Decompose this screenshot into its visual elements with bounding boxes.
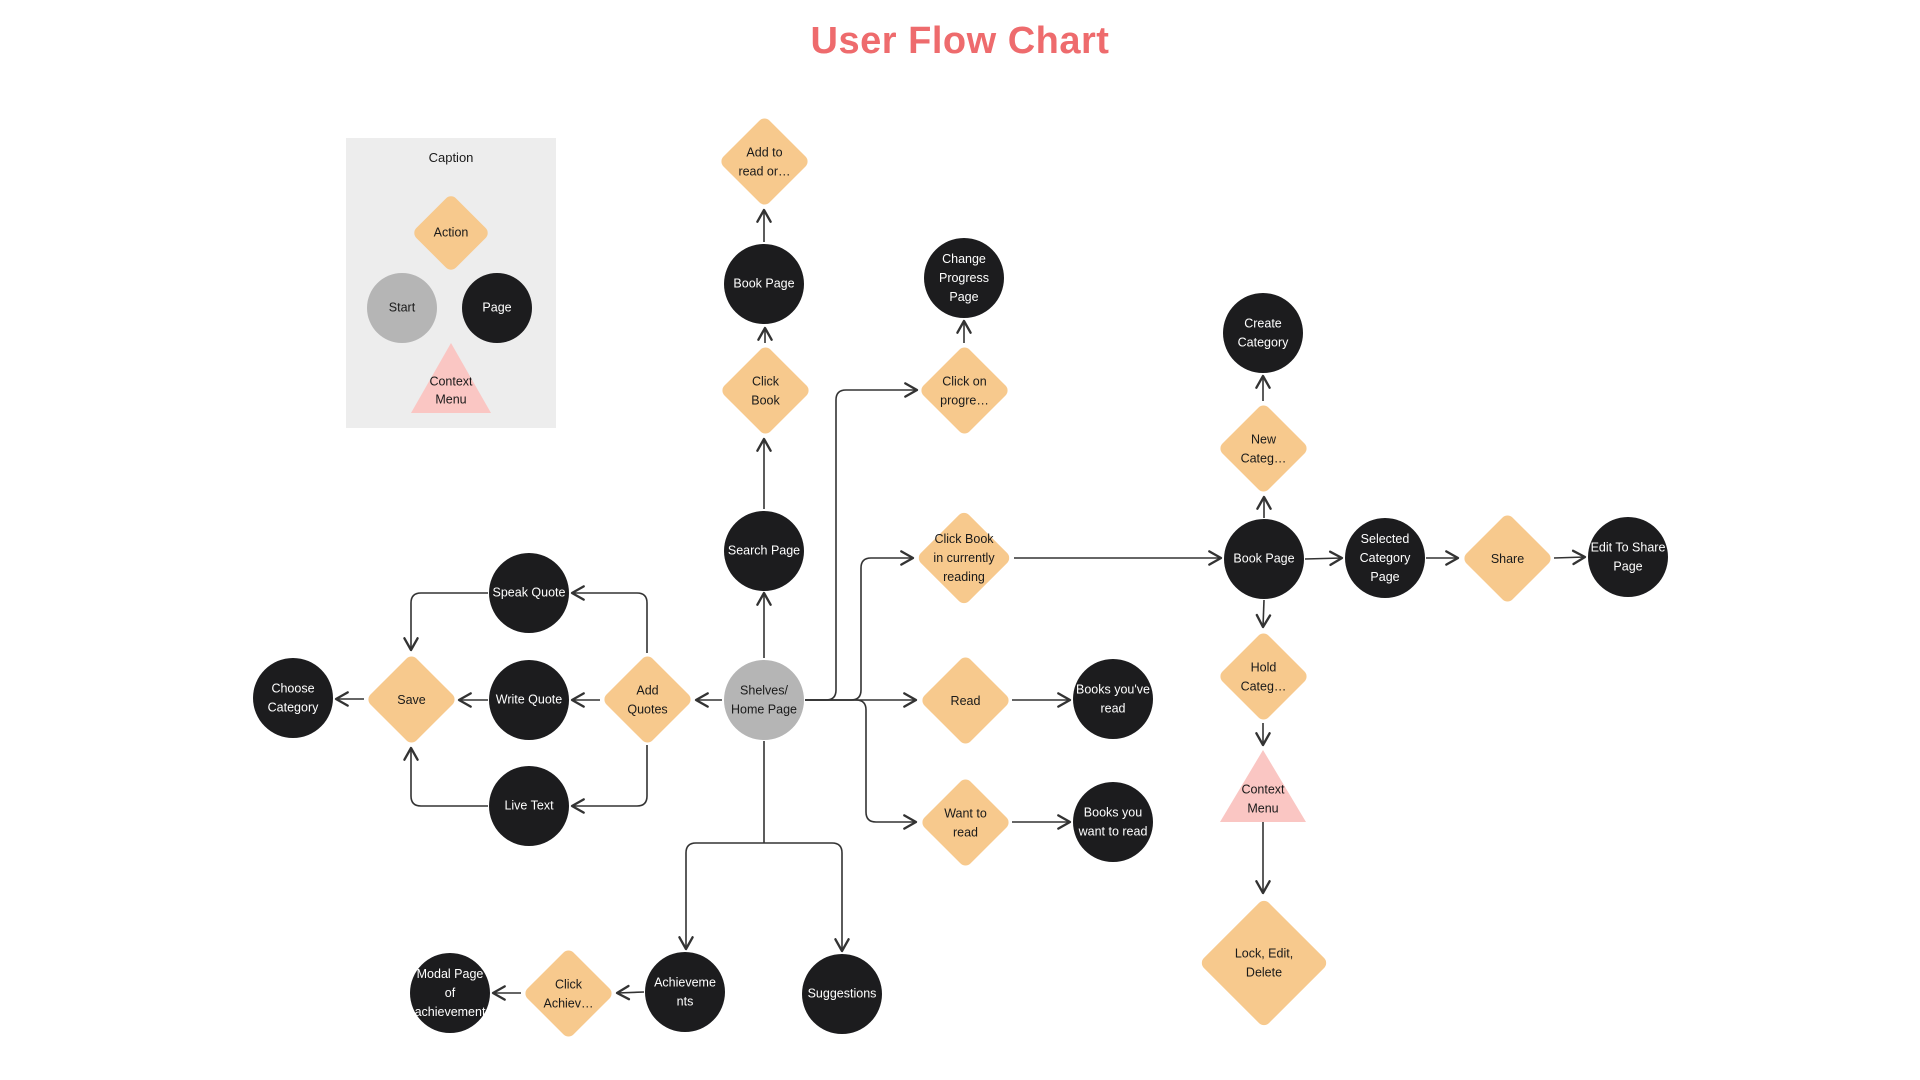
want-to-read-label: Want to read [943,805,987,838]
write-quote-label: Write Quote [495,692,563,707]
edge-share-to-edit-to-share-page [1553,549,1587,566]
book-page-right-label: Book Page [1233,551,1295,566]
book-page-top-label: Book Page [733,276,795,291]
change-progress-page-label: Change Progress Page [938,251,990,304]
shelves-home-page-label: Shelves/ Home Page [730,683,798,716]
node-live-text[interactable]: Live Text [489,766,569,846]
node-choose-category[interactable]: Choose Category [253,658,333,738]
node-edit-to-share-page[interactable]: Edit To Share Page [1588,517,1668,597]
node-create-category[interactable]: Create Category [1223,293,1303,373]
node-change-progress-page[interactable]: Change Progress Page [924,238,1004,318]
achievements-label: Achieveme nts [654,975,716,1008]
node-write-quote[interactable]: Write Quote [489,660,569,740]
selected-category-page-label: Selected Category Page [1359,531,1411,584]
hold-category-label: Hold Categ… [1240,659,1286,692]
choose-category-label: Choose Category [267,681,319,714]
legend: Caption Action Start Page Context Menu [346,138,556,428]
edit-to-share-page-label: Edit To Share Page [1590,540,1666,573]
edge-speak-quote-to-save [403,592,488,652]
modal-page-of-achievement-label: Modal Page of achievement [414,966,486,1019]
share-label: Share [1490,550,1524,565]
legend-action-diamond[interactable]: Action [411,193,491,273]
create-category-label: Create Category [1237,316,1289,349]
page-title: User Flow Chart [810,20,1110,62]
save-label: Save [396,691,426,706]
new-category-label: New Categ… [1240,431,1286,464]
legend-caption: Caption [428,150,474,165]
lock-edit-delete-label: Lock, Edit, Delete [1234,946,1294,979]
click-achievement-label: Click Achiev… [542,976,594,1009]
node-book-page-top[interactable]: Book Page [724,244,804,324]
legend-context-menu-label: Context Menu [429,373,473,407]
books-youve-read-label: Books you've read [1076,682,1150,715]
node-achievements[interactable]: Achieveme nts [645,952,725,1032]
legend-page-circle[interactable]: Page [462,273,532,343]
edge-shelves-home-page-to-want-to-read [805,699,918,830]
suggestions-label: Suggestions [807,986,877,1001]
node-book-page-right[interactable]: Book Page [1224,519,1304,599]
context-menu-label: Context Menu [1241,782,1285,815]
legend-start-circle[interactable]: Start [367,273,437,343]
node-shelves-home-page[interactable]: Shelves/ Home Page [724,660,804,740]
legend-context-menu-triangle[interactable]: Context Menu [411,343,491,413]
node-books-youve-read[interactable]: Books you've read [1073,659,1153,739]
edge-shelves-home-page-to-click-book-in-currently-reading [805,550,915,701]
click-on-progress-label: Click on progre… [939,373,989,406]
edge-live-text-to-save [403,746,488,807]
legend-start-label: Start [388,300,416,315]
edge-add-quotes-to-speak-quote [570,585,648,653]
legend-page-label: Page [482,300,512,315]
read-label: Read [950,692,980,707]
node-suggestions[interactable]: Suggestions [802,954,882,1034]
edge-bottom-split-to-suggestions [764,842,850,953]
search-page-label: Search Page [727,543,801,558]
edge-bottom-split-to-achievements [678,842,764,951]
node-speak-quote[interactable]: Speak Quote [489,553,569,633]
edge-add-quotes-to-live-text [570,745,648,814]
click-book-label: Click Book [750,373,780,406]
books-you-want-to-read-label: Books you want to read [1078,805,1148,838]
legend-action-label: Action [433,225,469,240]
click-book-in-currently-reading-label: Click Book in currently reading [933,531,995,584]
edge-achievements-to-click-achievement [615,984,645,1001]
add-quotes-label: Add Quotes [626,682,668,715]
node-selected-category-page[interactable]: Selected Category Page [1345,518,1425,598]
edge-book-page-right-to-hold-category [1255,599,1272,629]
node-modal-page-of-achievement[interactable]: Modal Page of achievement [410,953,490,1033]
add-to-read-label: Add to read or… [737,144,791,177]
edge-book-page-right-to-selected-category-page [1304,550,1344,567]
node-search-page[interactable]: Search Page [724,511,804,591]
node-books-you-want-to-read[interactable]: Books you want to read [1073,782,1153,862]
speak-quote-label: Speak Quote [492,585,566,600]
live-text-label: Live Text [504,798,554,813]
